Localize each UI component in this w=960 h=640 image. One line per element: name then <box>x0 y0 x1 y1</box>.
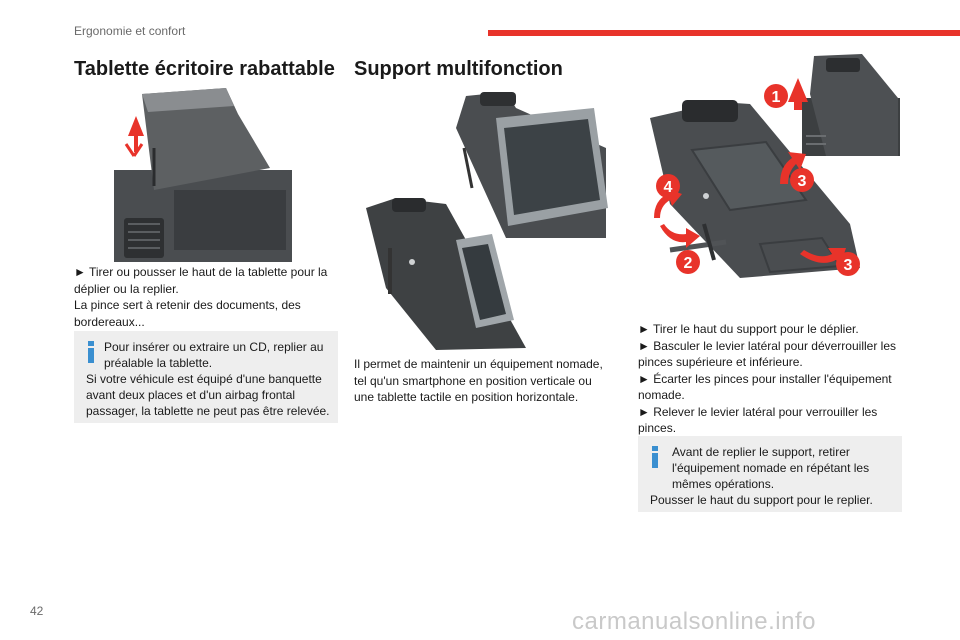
heading-support: Support multifonction <box>354 58 563 80</box>
note-support: Avant de replier le support, retirer l'é… <box>638 436 902 512</box>
page-number: 42 <box>30 604 44 618</box>
svg-text:3: 3 <box>844 257 853 274</box>
svg-text:1: 1 <box>772 89 781 106</box>
note-tablette: Pour insérer ou extraire un CD, replier … <box>74 331 338 423</box>
callout-1: 1 <box>764 84 788 108</box>
heading-tablette: Tablette écritoire rabattable <box>74 58 335 80</box>
arrow-up-icon <box>788 78 808 110</box>
accent-bar <box>488 30 960 36</box>
info-icon <box>652 446 658 468</box>
svg-text:2: 2 <box>684 255 693 272</box>
section-title: Ergonomie et confort <box>74 24 186 38</box>
callout-3-bottom: 3 <box>836 252 860 276</box>
description-support: Il permet de maintenir un équipement nom… <box>354 357 603 404</box>
arrow-up-icon <box>128 116 144 152</box>
steps-support: ► Tirer le haut du support pour le dépli… <box>638 322 896 435</box>
info-icon <box>88 341 94 363</box>
curved-arrow-icon <box>660 224 700 248</box>
watermark: carmanualsonline.info <box>572 608 816 635</box>
curved-arrow-icon <box>780 152 806 184</box>
svg-text:4: 4 <box>664 179 673 196</box>
support-illustration <box>356 88 618 350</box>
svg-text:3: 3 <box>798 173 807 190</box>
support-steps-illustration: 1 4 3 2 3 <box>630 54 902 286</box>
callout-4: 4 <box>656 174 680 198</box>
curved-arrow-icon <box>800 248 846 266</box>
instruction-tablette: ► Tirer ou pousser le haut de la tablett… <box>74 265 328 329</box>
callout-3-top: 3 <box>790 168 814 192</box>
tablette-illustration <box>114 86 292 262</box>
callout-2: 2 <box>676 250 700 274</box>
arrow-down-icon <box>124 143 144 157</box>
